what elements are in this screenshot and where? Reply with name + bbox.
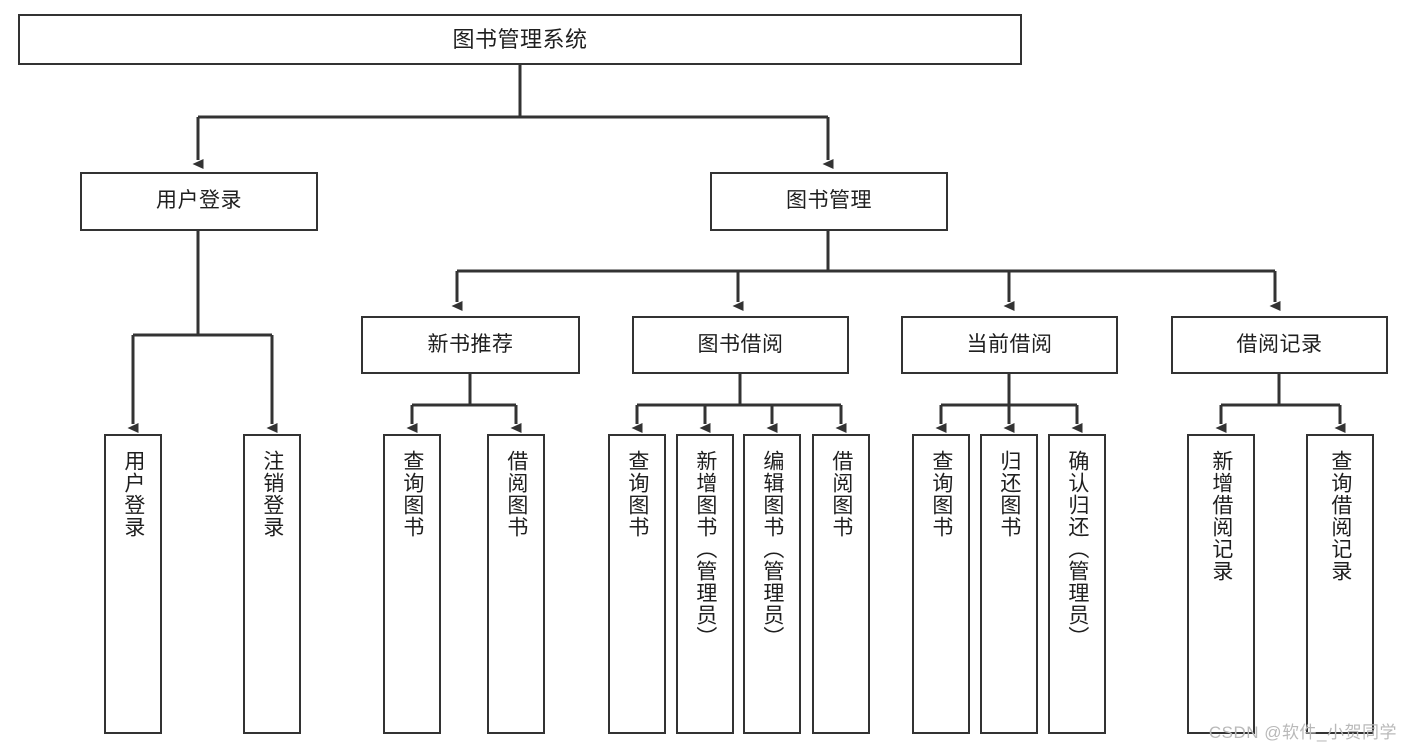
node-book-management[interactable]: 图书管理 [710,172,948,231]
node-leaf-add-book-admin[interactable]: 新增图书（管理员） [676,434,734,734]
node-label: 新书推荐 [427,332,514,356]
node-label: 归还图书 [997,450,1021,538]
node-label: 借阅图书 [504,450,528,538]
node-label: 新增图书（管理员） [693,450,717,648]
node-label: 当前借阅 [966,332,1053,356]
node-label: 用户登录 [156,189,242,213]
node-label: 编辑图书（管理员） [760,450,784,648]
node-leaf-query-book-borrow[interactable]: 查询图书 [608,434,666,734]
node-root-book-management-system[interactable]: 图书管理系统 [18,14,1022,65]
node-leaf-borrow-book[interactable]: 借阅图书 [812,434,870,734]
node-label: 新增借阅记录 [1209,450,1233,582]
watermark: CSDN @软件_小贺同学 [1208,723,1397,742]
node-book-borrow[interactable]: 图书借阅 [632,316,849,374]
node-label: 查询图书 [625,450,649,538]
node-label: 借阅图书 [829,450,853,538]
node-label: 查询借阅记录 [1328,450,1352,582]
node-leaf-add-borrow-record[interactable]: 新增借阅记录 [1187,434,1255,734]
node-leaf-user-login[interactable]: 用户登录 [104,434,162,734]
node-leaf-confirm-return-admin[interactable]: 确认归还（管理员） [1048,434,1106,734]
node-label: 查询图书 [929,450,953,538]
node-leaf-query-book-recommend[interactable]: 查询图书 [383,434,441,734]
node-label: 图书管理系统 [452,26,588,52]
node-leaf-query-book-current[interactable]: 查询图书 [912,434,970,734]
node-leaf-return-book[interactable]: 归还图书 [980,434,1038,734]
node-new-book-recommend[interactable]: 新书推荐 [361,316,580,374]
node-label: 用户登录 [121,450,145,538]
node-label: 确认归还（管理员） [1065,450,1089,648]
node-current-borrow[interactable]: 当前借阅 [901,316,1118,374]
node-label: 注销登录 [260,450,284,538]
node-leaf-borrow-book-recommend[interactable]: 借阅图书 [487,434,545,734]
node-borrow-record[interactable]: 借阅记录 [1171,316,1388,374]
node-label: 借阅记录 [1236,332,1323,356]
node-leaf-logout[interactable]: 注销登录 [243,434,301,734]
node-leaf-edit-book-admin[interactable]: 编辑图书（管理员） [743,434,801,734]
node-label: 图书借阅 [697,332,784,356]
node-leaf-query-borrow-record[interactable]: 查询借阅记录 [1306,434,1374,734]
node-user-login[interactable]: 用户登录 [80,172,318,231]
node-label: 查询图书 [400,450,424,538]
node-label: 图书管理 [786,189,872,213]
